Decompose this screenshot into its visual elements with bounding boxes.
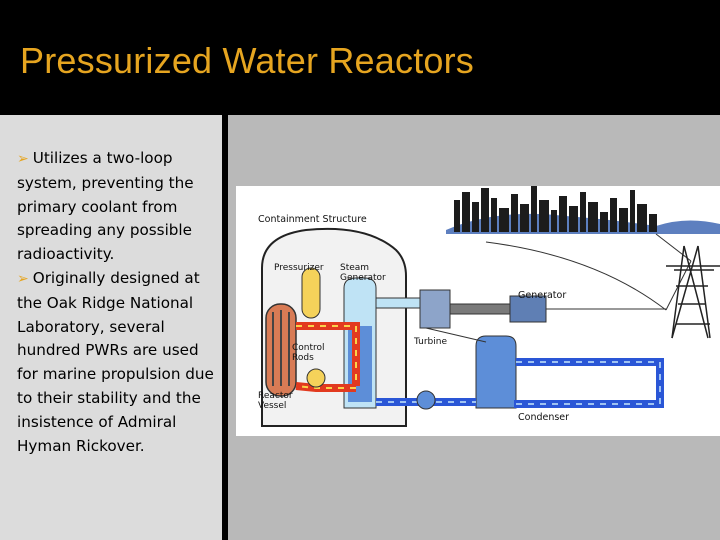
label-rods: Rods [292,353,314,363]
bullet-item: ➢Utilizes a two-loop system, preventing … [17,147,217,267]
label-steam: Steam [340,263,369,273]
turbine-shaft [449,303,511,315]
label-condenser: Condenser [518,412,569,423]
power-line-to-city [485,241,667,311]
bullet-text: Utilizes a two-loop system, preventing t… [17,149,194,264]
pwr-diagram: Containment Structure Pressurizer Steam … [236,186,720,436]
text-panel [0,115,222,540]
divider-notch [210,112,240,116]
primary-loop-flow [295,325,357,389]
label-reactor: Reactor [258,391,293,401]
title-bar: Pressurized Water Reactors [0,0,720,112]
arrow-bullet-icon: ➢ [17,270,29,287]
primary-pump [306,368,326,388]
city-skyline [446,186,720,234]
label-containment-structure: Containment Structure [258,214,367,225]
arrow-bullet-icon: ➢ [17,151,29,167]
steam-line [375,297,421,309]
slide-title: Pressurized Water Reactors [20,40,475,81]
label-control: Control [292,343,325,353]
condenser [475,335,517,409]
feedwater-pump [416,390,436,410]
turbine [419,289,451,329]
label-pressurizer: Pressurizer [274,263,324,273]
label-generator: Generator [518,290,566,301]
label-turbine: Turbine [413,337,447,347]
pwr-diagram-svg: Containment Structure Pressurizer Steam … [258,186,720,427]
bullet-item: ➢Originally designed at the Oak Ridge Na… [17,267,217,458]
bullet-text: Originally designed at the Oak Ridge Nat… [17,268,214,455]
transmission-tower [666,245,720,339]
label-generator-under-steam: Generator [340,273,386,283]
turbine-to-condenser [425,327,487,343]
label-vessel: Vessel [258,401,286,411]
bullet-list: ➢Utilizes a two-loop system, preventing … [17,147,217,458]
control-rods [272,310,290,386]
pressurizer-tank [301,267,321,319]
power-line [655,233,692,311]
